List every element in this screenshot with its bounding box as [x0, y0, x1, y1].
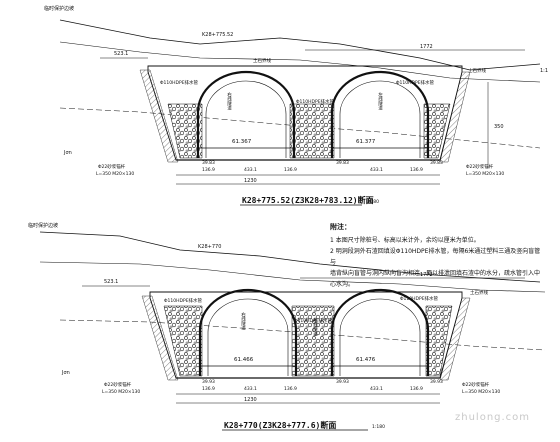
dim-5: 39.93: [336, 379, 349, 385]
dim-4: 136.9: [284, 386, 297, 392]
elev-left: 61.367: [232, 139, 252, 145]
dim-left: 523.1: [104, 279, 118, 285]
left-slope-hatch: [139, 69, 179, 163]
caption: K28+775.52(Z3K28+783.12)断面: [242, 195, 374, 205]
left-note: 临时保护边坡: [28, 222, 58, 229]
inner-left: 右线隧道: [241, 311, 246, 332]
dim-2: 136.9: [202, 386, 215, 392]
note-line-2: 2 明洞段洞外石渣回填设Φ110HDPE排水管，每隔6米通过塑料三通及竖向盲管与: [330, 248, 541, 266]
inner-right: 左线隧道: [378, 91, 383, 112]
rock-label: Jσn: [61, 370, 70, 376]
dim-8: 39.83: [430, 160, 443, 166]
pipe-center: Φ110HDPE排水管: [294, 317, 333, 324]
left-note: 临时保护边坡: [44, 5, 74, 12]
rubble-fill-right: [425, 305, 453, 377]
dim-6: 433.1: [370, 167, 383, 173]
right-height: 350: [494, 124, 504, 130]
pipe-right: Φ110HDPE排水管: [396, 79, 435, 86]
tunnel-right-inner: [339, 80, 421, 158]
anchor-left: Φ22砂浆锚杆: [104, 381, 132, 388]
caption: K28+770(Z3K28+777.6)断面: [224, 420, 336, 430]
soil-rock-boundary: [59, 107, 541, 149]
dim-7: 136.9: [410, 386, 423, 392]
anchor-right-len: L=350 M20×130: [462, 389, 500, 395]
dim-right: 1772: [420, 272, 433, 278]
dim-3: 433.1: [244, 386, 257, 392]
anchor-right: Φ22砂浆锚杆: [466, 163, 494, 170]
ground-line-2: [59, 41, 541, 83]
tunnel-left-inner: [207, 298, 289, 376]
left-slope-hatch: [141, 295, 179, 381]
tunnel-right-outer: [330, 70, 430, 158]
top-label: K28+770: [198, 244, 221, 250]
inner-left: 右线隧道: [227, 91, 232, 112]
right-slope-hatch: [439, 297, 471, 381]
elev-right: 61.476: [356, 357, 376, 363]
dim-3: 433.1: [244, 167, 257, 173]
top-label: K28+775.52: [202, 32, 233, 38]
ground-line-2: [39, 261, 546, 293]
pipe-left: Φ110HDPE排水管: [164, 297, 203, 304]
section-2: [39, 231, 546, 431]
dim-5: 39.83: [336, 160, 349, 166]
rubble-fill-center: [289, 103, 335, 159]
right-slope-hatch: [439, 71, 471, 163]
right-slope: 1:1: [540, 68, 548, 74]
anchor-right: Φ22砂浆锚杆: [462, 381, 490, 388]
dim-right: 1772: [420, 44, 433, 50]
pipe-center: Φ110HDPE排水管: [296, 98, 335, 105]
top-note: 土石界线: [253, 57, 271, 64]
dim-7: 136.9: [410, 167, 423, 173]
pipe-left: Φ110HDPE排水管: [160, 79, 199, 86]
rubble-fill-left: [167, 103, 203, 159]
dim-6: 433.1: [370, 386, 383, 392]
right-note: 土石界线: [468, 67, 486, 74]
dim-1: 39.83: [202, 160, 215, 166]
right-note: 土石界线: [470, 289, 488, 296]
elev-right: 61.377: [356, 139, 376, 145]
dim-1: 39.93: [202, 379, 215, 385]
section-1: [59, 19, 541, 206]
tunnel-right-inner: [339, 298, 421, 376]
ground-line: [59, 19, 541, 71]
anchor-left-len: L=350 M20×130: [96, 171, 134, 177]
note-line-1: 1 本图尺寸除桩号、标高以米计外，余均以厘米为单位。: [330, 237, 480, 244]
notes-block: 附注： 1 本图尺寸除桩号、标高以米计外，余均以厘米为单位。 2 明洞段洞外石渣…: [330, 222, 545, 290]
rubble-fill-right: [423, 103, 451, 159]
dim-left: 523.1: [114, 51, 128, 57]
tunnel-right-outer: [330, 288, 430, 376]
dim-4: 136.9: [284, 167, 297, 173]
rubble-fill-center: [291, 305, 335, 377]
total-width: 1230: [244, 397, 257, 403]
ground-line: [39, 231, 541, 283]
note-line-3: 墙背纵向盲管与洞内纵向盲沟相连，用以排泄回填石渣中的水分，疏水管引入中心水沟。: [330, 270, 541, 288]
dim-8: 39.93: [430, 379, 443, 385]
anchor-right-len: L=350 M20×130: [466, 171, 504, 177]
total-width: 1230: [244, 178, 257, 184]
dim-2: 136.9: [202, 167, 215, 173]
anchor-left: Φ22砂浆锚杆: [98, 163, 126, 170]
elev-left: 61.466: [234, 357, 254, 363]
pipe-right: Φ110HDPE排水管: [400, 295, 439, 302]
tunnel-left-outer: [196, 70, 296, 158]
tunnel-left-outer: [198, 288, 298, 376]
rock-label: Jσn: [63, 150, 72, 156]
inner-right: 左线隧道: [313, 317, 318, 338]
scale: 1:180: [366, 199, 379, 205]
watermark: zhulong.com: [455, 412, 531, 423]
anchor-left-len: L=350 M20×130: [102, 389, 140, 395]
scale: 1:180: [372, 424, 385, 430]
tunnel-left-inner: [205, 80, 287, 158]
notes-title: 附注：: [330, 223, 351, 231]
rubble-fill-left: [163, 305, 203, 377]
